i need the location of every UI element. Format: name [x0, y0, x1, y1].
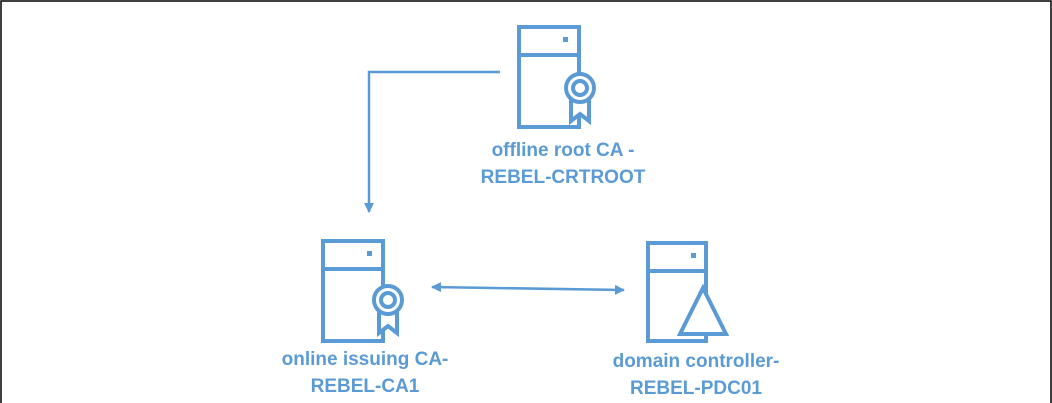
domain-controller-label: domain controller- REBEL-PDC01: [586, 348, 806, 402]
issuing-ca-label-line1: online issuing CA-: [281, 349, 449, 370]
root-ca-label: offline root CA - REBEL-CRTROOT: [458, 137, 668, 191]
domain-controller-label-line2: REBEL-PDC01: [630, 378, 762, 399]
connector-issuing-to-dc: [431, 282, 625, 295]
issuing-ca-label-line2: REBEL-CA1: [310, 376, 420, 397]
root-ca-label-line1: offline root CA -: [491, 140, 635, 161]
issuing-ca-server-icon: [321, 239, 404, 343]
certificate-ribbon-icon: [372, 284, 404, 338]
domain-controller-label-line1: domain controller-: [612, 351, 780, 372]
connector-root-to-issuing: [364, 70, 500, 213]
domain-controller-server-icon: [646, 241, 730, 343]
root-ca-server-icon: [517, 25, 596, 129]
triangle-icon: [676, 283, 730, 336]
root-ca-label-line2: REBEL-CRTROOT: [480, 167, 646, 188]
certificate-ribbon-icon: [564, 72, 596, 126]
issuing-ca-label: online issuing CA- REBEL-CA1: [265, 346, 465, 400]
